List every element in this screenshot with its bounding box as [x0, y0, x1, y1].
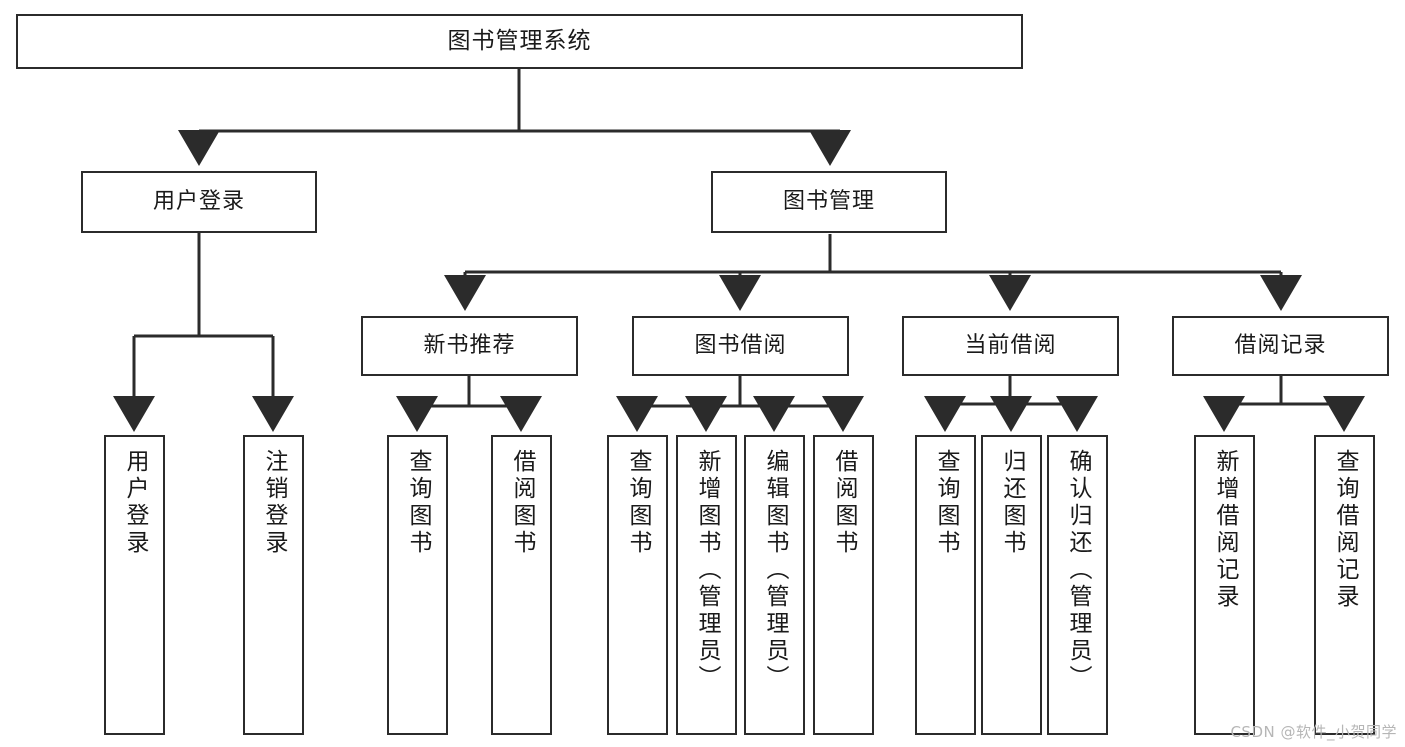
node-leaf-query-book-borrow[interactable]: 查询图书: [607, 435, 668, 735]
node-label: 图书管理: [782, 188, 875, 214]
node-new-book-recommend[interactable]: 新书推荐: [361, 316, 578, 376]
node-label: 当前借阅: [964, 332, 1057, 358]
node-label: 查询图书: [933, 449, 959, 557]
node-leaf-confirm-return[interactable]: 确认归还（管理员）: [1047, 435, 1108, 735]
node-label: 借阅记录: [1234, 332, 1327, 358]
node-user-login[interactable]: 用户登录: [81, 171, 317, 233]
node-label: 编辑图书（管理员）: [762, 449, 788, 692]
node-label: 借阅图书: [831, 449, 857, 557]
node-label: 新增图书（管理员）: [694, 449, 720, 692]
node-label: 用户登录: [152, 188, 245, 214]
node-leaf-add-borrow-record[interactable]: 新增借阅记录: [1194, 435, 1255, 735]
node-leaf-borrow-book-recommend[interactable]: 借阅图书: [491, 435, 552, 735]
node-current-borrow[interactable]: 当前借阅: [902, 316, 1119, 376]
node-leaf-add-book[interactable]: 新增图书（管理员）: [676, 435, 737, 735]
node-label: 借阅图书: [509, 449, 535, 557]
node-label: 用户登录: [122, 449, 148, 557]
node-label: 图书管理系统: [447, 27, 592, 54]
node-label: 归还图书: [999, 449, 1025, 557]
node-leaf-edit-book[interactable]: 编辑图书（管理员）: [744, 435, 805, 735]
node-leaf-query-book-recommend[interactable]: 查询图书: [387, 435, 448, 735]
node-leaf-user-login[interactable]: 用户登录: [104, 435, 165, 735]
node-label: 确认归还（管理员）: [1065, 449, 1091, 692]
node-label: 查询图书: [405, 449, 431, 557]
node-label: 新书推荐: [423, 332, 516, 358]
node-leaf-query-book-current[interactable]: 查询图书: [915, 435, 976, 735]
node-book-borrow[interactable]: 图书借阅: [632, 316, 849, 376]
node-book-management[interactable]: 图书管理: [711, 171, 947, 233]
node-leaf-query-borrow-record[interactable]: 查询借阅记录: [1314, 435, 1375, 735]
watermark-csdn: CSDN @软件_小贺同学: [1230, 723, 1397, 741]
node-label: 新增借阅记录: [1212, 449, 1238, 611]
node-label: 查询图书: [625, 449, 651, 557]
node-label: 查询借阅记录: [1332, 449, 1358, 611]
node-leaf-return-book[interactable]: 归还图书: [981, 435, 1042, 735]
node-borrow-record[interactable]: 借阅记录: [1172, 316, 1389, 376]
node-label: 图书借阅: [694, 332, 787, 358]
node-leaf-borrow-book[interactable]: 借阅图书: [813, 435, 874, 735]
node-label: 注销登录: [261, 449, 287, 557]
node-root-book-management-system[interactable]: 图书管理系统: [16, 14, 1023, 69]
node-leaf-user-logout[interactable]: 注销登录: [243, 435, 304, 735]
